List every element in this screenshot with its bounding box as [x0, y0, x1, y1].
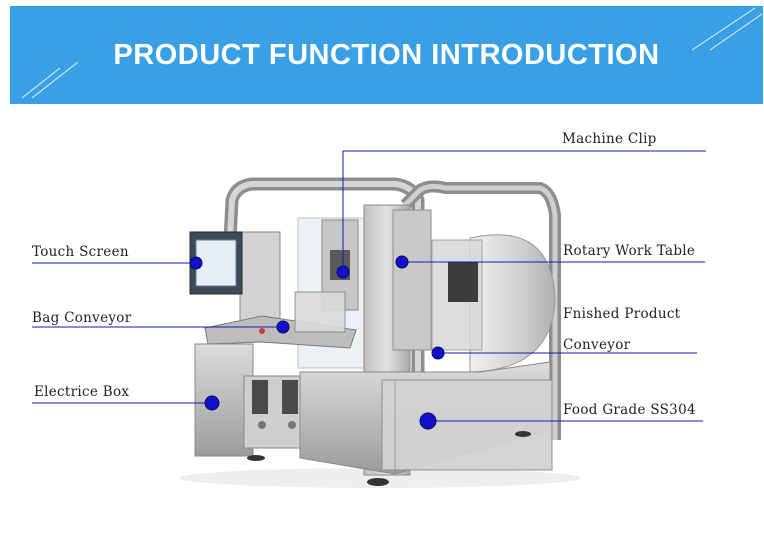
- rotary-drum: [469, 234, 556, 373]
- page-title: PRODUCT FUNCTION INTRODUCTION: [113, 39, 660, 71]
- callout-markers: [189, 255, 445, 430]
- floor-shadow: [180, 468, 580, 488]
- banner-stripes-decoration: [21, 7, 763, 99]
- callout-marker-dot: [431, 346, 445, 360]
- label-machine-clip: Machine Clip: [562, 131, 657, 147]
- foot: [367, 478, 389, 486]
- callout-marker-dot: [204, 395, 220, 411]
- label-finished-product: Fnished Product: [563, 306, 681, 322]
- label-bag-conveyor: Bag Conveyor: [32, 310, 132, 326]
- electric-box-cabinet: [194, 343, 254, 457]
- callout-leader-lines: [32, 150, 706, 422]
- callout-marker-dot: [336, 265, 350, 279]
- callout-marker-dot: [395, 255, 409, 269]
- foot: [515, 431, 531, 437]
- header-banner: PRODUCT FUNCTION INTRODUCTION: [10, 6, 763, 104]
- label-finished-product-conveyor: Conveyor: [563, 337, 631, 353]
- label-rotary-work-table: Rotary Work Table: [563, 243, 696, 259]
- callout-marker-dot: [276, 320, 290, 334]
- label-food-grade: Food Grade SS304: [563, 402, 696, 418]
- leader-line-machine-clip: [342, 150, 706, 272]
- callout-marker-dot: [419, 412, 437, 430]
- callout-marker-dot: [189, 256, 203, 270]
- label-electric-box: Electrice Box: [34, 384, 130, 400]
- foot: [247, 455, 265, 461]
- label-touch-screen: Touch Screen: [32, 244, 129, 260]
